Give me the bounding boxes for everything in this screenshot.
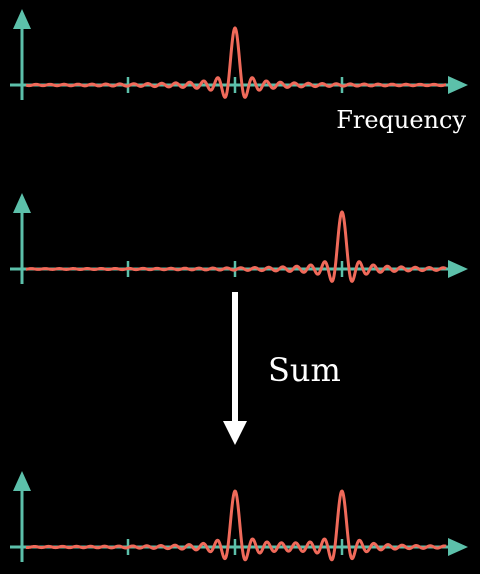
- y-axis-arrow-icon: [13, 471, 31, 491]
- x-axis-arrow-icon: [448, 76, 468, 94]
- spectrum-plot-2: [10, 193, 468, 284]
- down-arrow-icon: [223, 421, 247, 445]
- arrow-shaft: [232, 292, 238, 422]
- y-axis-arrow-icon: [13, 9, 31, 29]
- spectrum-curve: [25, 210, 447, 283]
- y-axis-arrow-icon: [13, 193, 31, 213]
- frequency-axis-label: Frequency: [336, 106, 466, 134]
- x-axis-arrow-icon: [448, 260, 468, 278]
- x-axis-arrow-icon: [448, 538, 468, 556]
- spectrum-plot-sum: [10, 471, 468, 562]
- spectrum-curve: [25, 26, 447, 99]
- sum-arrow: Sum: [223, 292, 341, 445]
- sum-label: Sum: [268, 351, 341, 389]
- spectrum-curve: [25, 489, 447, 562]
- spectrum-plot-1: Frequency: [10, 9, 468, 134]
